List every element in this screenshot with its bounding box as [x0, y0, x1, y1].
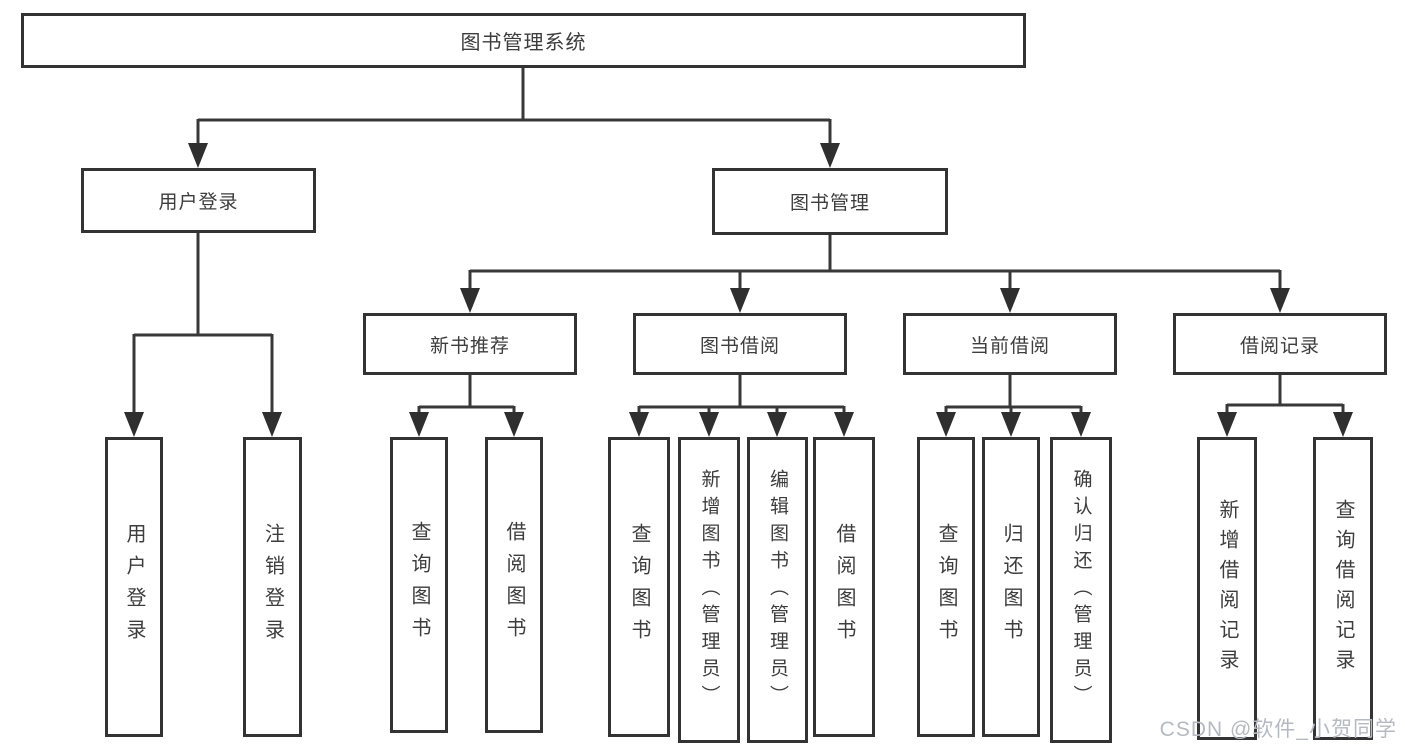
- arrow-down-icon: [262, 412, 282, 437]
- node-label: 当前借阅: [969, 335, 1050, 357]
- node-label: 新增图书（管理员）: [698, 468, 720, 712]
- arrow-down-icon: [504, 412, 524, 437]
- node-label: 借阅图书: [503, 521, 525, 649]
- node-user-login-branch: 用户登录: [81, 168, 316, 233]
- node-return-books: 归还图书: [982, 437, 1040, 737]
- node-borrow-books: 借阅图书: [813, 437, 875, 737]
- node-edit-books-admin: 编辑图书（管理员）: [747, 437, 808, 743]
- node-label: 查询借阅记录: [1332, 498, 1354, 679]
- node-label: 查询图书: [408, 521, 430, 649]
- node-label: 查询图书: [628, 523, 650, 651]
- node-query-books-borrow: 查询图书: [608, 437, 670, 737]
- node-borrow-records: 借阅记录: [1173, 313, 1387, 375]
- node-label: 注销登录: [261, 523, 284, 651]
- arrow-down-icon: [1217, 412, 1237, 437]
- arrow-down-icon: [124, 412, 144, 437]
- node-label: 借阅图书: [833, 523, 855, 651]
- node-add-books-admin: 新增图书（管理员）: [678, 437, 740, 743]
- node-label: 确认归还（管理员）: [1070, 468, 1092, 712]
- node-book-management: 图书管理: [712, 168, 948, 235]
- node-add-borrow-record: 新增借阅记录: [1197, 437, 1257, 740]
- node-borrow-books-recommend: 借阅图书: [485, 437, 543, 733]
- node-label: 归还图书: [1000, 523, 1022, 651]
- node-query-books-recommend: 查询图书: [390, 437, 448, 733]
- arrow-down-icon: [1270, 288, 1290, 313]
- node-label: 图书管理系统: [460, 32, 587, 54]
- node-label: 新增借阅记录: [1216, 498, 1238, 679]
- arrow-down-icon: [188, 143, 208, 168]
- arrow-down-icon: [460, 288, 480, 313]
- node-logout: 注销登录: [243, 437, 302, 737]
- arrow-down-icon: [1333, 412, 1353, 437]
- node-label: 借阅记录: [1239, 335, 1320, 357]
- arrow-down-icon: [730, 288, 750, 313]
- arrow-down-icon: [936, 412, 956, 437]
- arrow-down-icon: [820, 143, 840, 168]
- arrow-down-icon: [834, 412, 854, 437]
- watermark: CSDN @软件_小贺同学: [1159, 718, 1397, 741]
- node-label: 用户登录: [158, 192, 239, 213]
- arrow-down-icon: [629, 412, 649, 437]
- node-label: 查询图书: [935, 523, 957, 651]
- node-label: 用户登录: [123, 523, 145, 651]
- node-label: 新书推荐: [429, 335, 510, 357]
- node-new-book-recommend: 新书推荐: [363, 313, 577, 375]
- arrow-down-icon: [409, 412, 429, 437]
- node-confirm-return-admin: 确认归还（管理员）: [1050, 437, 1112, 743]
- arrow-down-icon: [767, 412, 787, 437]
- node-label: 图书借阅: [699, 335, 780, 357]
- arrow-down-icon: [1001, 412, 1021, 437]
- arrow-down-icon: [699, 412, 719, 437]
- node-label: 编辑图书（管理员）: [767, 468, 788, 712]
- node-user-login: 用户登录: [105, 437, 163, 737]
- node-label: 图书管理: [789, 193, 870, 214]
- node-library-management-system: 图书管理系统: [21, 13, 1026, 68]
- node-current-borrow: 当前借阅: [903, 313, 1117, 375]
- node-query-books-current: 查询图书: [917, 437, 975, 737]
- arrow-down-icon: [1071, 412, 1091, 437]
- arrow-down-icon: [1000, 288, 1020, 313]
- node-query-borrow-record: 查询借阅记录: [1313, 437, 1373, 740]
- node-book-borrow: 图书借阅: [633, 313, 847, 375]
